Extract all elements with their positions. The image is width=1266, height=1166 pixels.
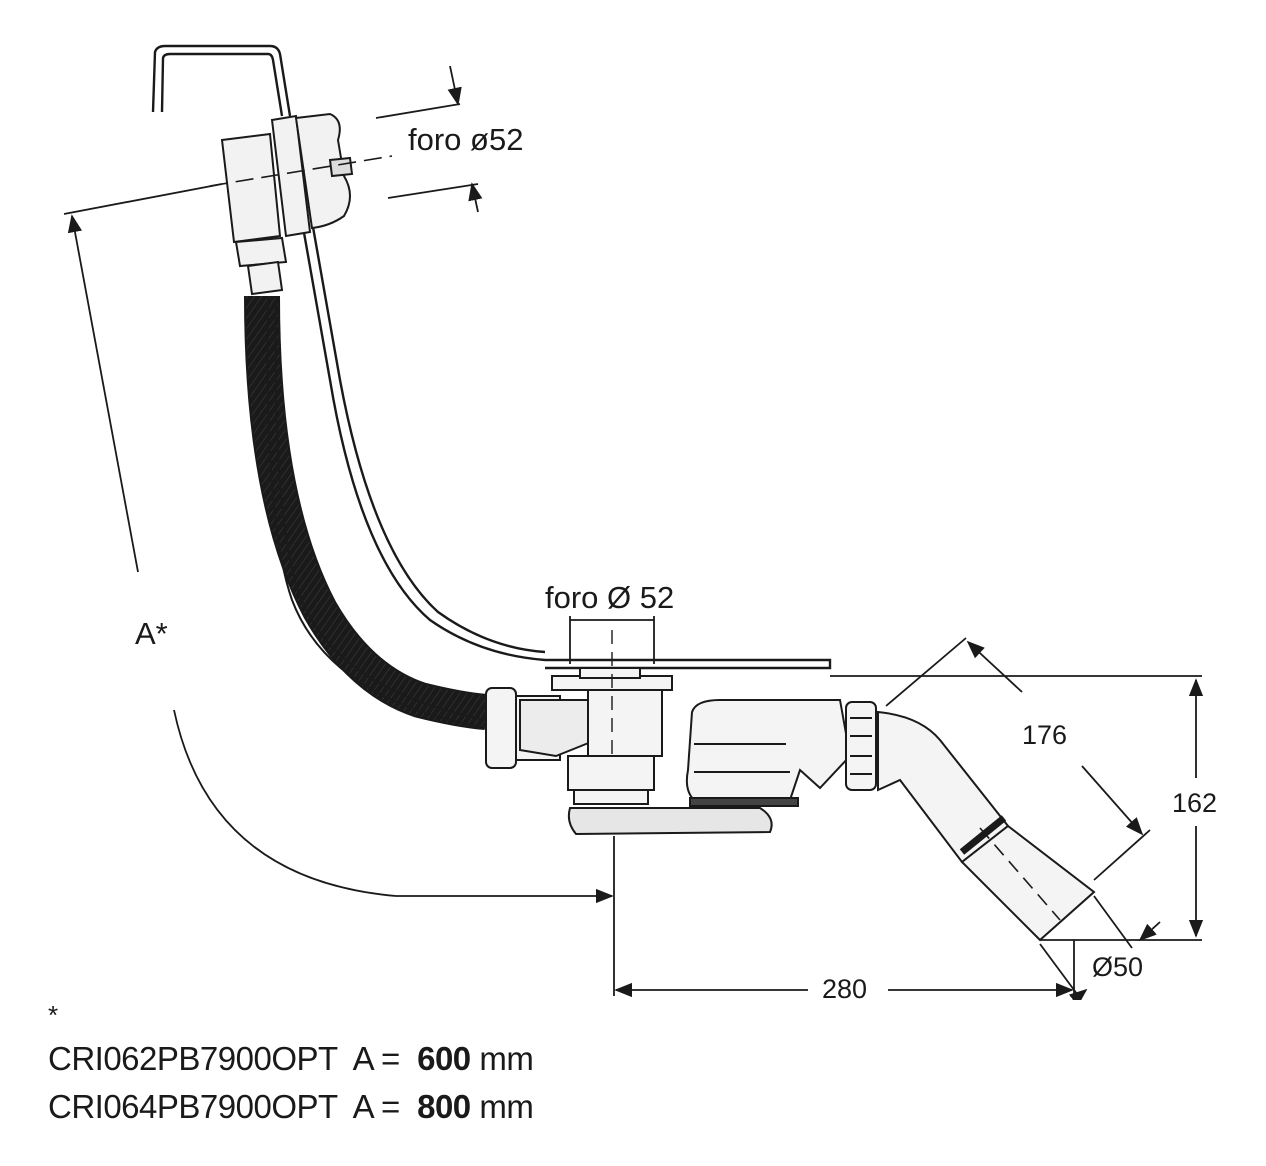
footnote-row: CRI064PB7900OPT A = 800 mm [48,1088,534,1126]
dimension-280 [613,836,1075,998]
dimension-162 [830,675,1204,941]
trap-body [685,699,877,807]
length-value: 800 [417,1088,471,1125]
length-a-label: A* [135,616,168,651]
bathtub-wall [151,44,832,670]
product-code: CRI064PB7900OPT [48,1088,338,1125]
dimension-176-label: 176 [1022,720,1067,750]
product-code: CRI062PB7900OPT [48,1040,338,1077]
drain-hole-dimension [569,616,655,760]
length-value: 600 [417,1040,471,1077]
overflow-head [220,112,354,296]
overflow-centerline [209,155,393,187]
dimension-50-label: Ø50 [1092,952,1143,982]
length-a-dimension [63,183,614,904]
dimension-176 [885,637,1151,881]
length-unit: mm [479,1040,534,1077]
overflow-hole-dimension [375,65,483,213]
flexible-hose [244,295,488,730]
footnote-row: CRI062PB7900OPT A = 600 mm [48,1040,534,1078]
overflow-hole-label: foro ø52 [408,122,523,157]
dimension-280-label: 280 [822,974,867,1000]
dimension-162-label: 162 [1172,788,1217,818]
bath-waste-overflow-drawing: foro ø52 [63,44,1217,1000]
length-symbol: A = [352,1088,401,1125]
outlet-pipe [877,710,1096,942]
length-symbol: A = [352,1040,401,1077]
length-unit: mm [479,1088,534,1125]
drain-body [485,667,773,836]
footnote-marker: * [48,1000,59,1030]
drain-hole-label: foro Ø 52 [545,580,674,615]
